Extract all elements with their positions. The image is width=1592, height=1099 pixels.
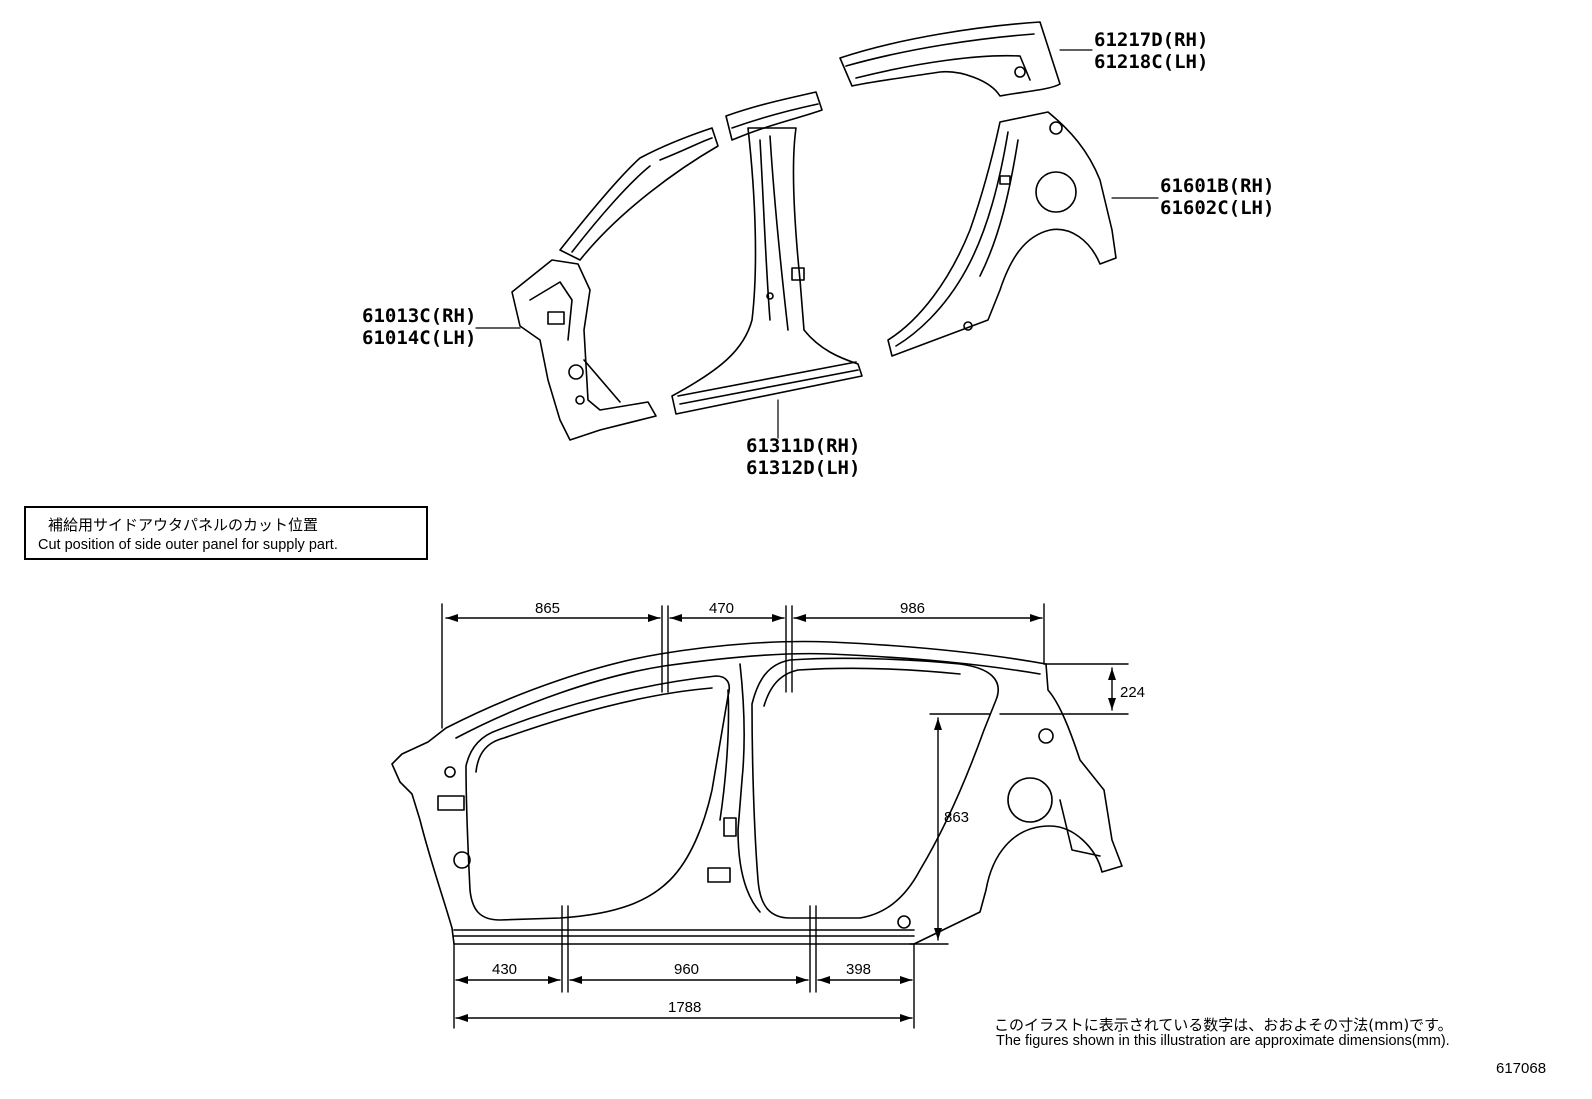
front-pillar-lower-part [511,259,657,441]
dim-right-upper: 224 [1120,684,1145,701]
part-number-labels: 61217D(RH) 61218C(LH) 61601B(RH) 61602C(… [362,29,1274,479]
quarter-panel-part [887,111,1117,357]
dim-top-rear: 986 [900,600,925,617]
dimension-arrowheads [446,614,1116,1022]
roof-side-rail-rear-part [839,21,1061,97]
part-number-front-pillar-rh: 61013C(RH) [362,305,476,327]
legend-english-text: Cut position of side outer panel for sup… [38,537,338,553]
dimension-lines [441,603,1129,1029]
dim-bottom-rear: 398 [846,961,871,978]
dimension-values: 865 470 986 224 863 430 960 398 1788 [492,600,1145,1016]
part-number-quarter-rh: 61601B(RH) [1160,175,1274,197]
front-pillar-upper-part [559,127,719,261]
cut-position-legend: 補給用サイドアウタパネルのカット位置 Cut position of side … [24,506,428,560]
part-number-rocker-lh: 61312D(LH) [746,457,860,479]
dim-bottom-middle: 960 [674,961,699,978]
part-leader-lines [475,49,1159,439]
roof-side-rail-front-part [725,91,823,141]
part-number-front-pillar-lh: 61014C(LH) [362,327,476,349]
dim-top-front: 865 [535,600,560,617]
side-outer-panel-drawing [391,640,1123,945]
dim-bottom-front: 430 [492,961,517,978]
part-number-rocker-rh: 61311D(RH) [746,435,860,457]
legend-japanese-text: 補給用サイドアウタパネルのカット位置 [48,516,319,534]
part-number-roof-lh: 61218C(LH) [1094,51,1208,73]
center-pillar-rocker-part [671,127,863,415]
approx-dimensions-note-english: The figures shown in this illustration a… [996,1033,1450,1049]
dim-top-middle: 470 [709,600,734,617]
approx-dimensions-note-japanese: このイラストに表示されている数字は、おおよその寸法(mm)です。 [994,1016,1453,1034]
dim-right-vertical: 863 [944,809,969,826]
part-number-roof-rh: 61217D(RH) [1094,29,1208,51]
illustration-number: 617068 [1496,1060,1547,1077]
dim-bottom-total: 1788 [668,999,701,1016]
part-number-quarter-lh: 61602C(LH) [1160,197,1274,219]
